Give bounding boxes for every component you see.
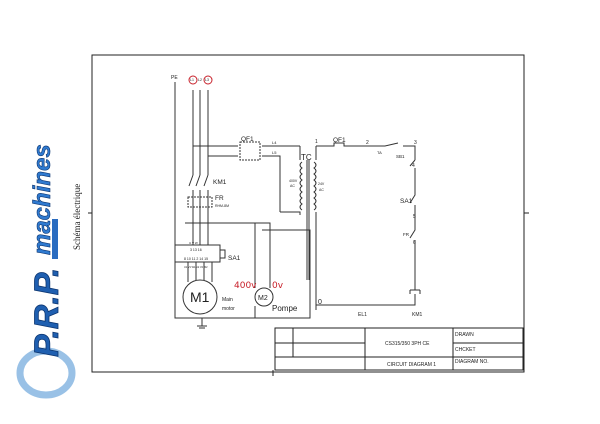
qf1-breaker (239, 141, 261, 161)
fr-overload (187, 196, 213, 208)
prp-logo: P.R.P. machines (16, 144, 76, 399)
page-subtitle: Schéma électrique (72, 184, 82, 250)
fr-model-label: RHM-8M (215, 204, 229, 208)
l1-label: L1 (190, 78, 194, 82)
sa1-top-numbers: 3 13 16 (190, 248, 202, 252)
pe-label: PE (171, 75, 178, 81)
control-qf1-label: QF1 (333, 137, 346, 144)
fr-label: FR (215, 195, 224, 202)
motor-label: motor (222, 306, 235, 312)
l3-marker (203, 75, 213, 85)
node-0: 0 (318, 299, 322, 306)
sa1-terminals: U V W (189, 241, 198, 245)
checked-label: CHCKET (455, 347, 476, 353)
node-3: 3 (414, 140, 417, 146)
l2-label: L2 (198, 78, 202, 82)
l1-marker (188, 75, 198, 85)
diagram-no-label: DIAGRAM NO. (455, 359, 489, 365)
m1-label: M1 (190, 289, 210, 305)
title-block (274, 327, 524, 371)
sa1-bottom-labels: U1 V1 W1 U2 V2 W2 (184, 266, 208, 269)
primary-ac: AC (290, 184, 295, 188)
main-label: Main (222, 297, 233, 303)
transformer-tc (280, 146, 317, 310)
el1-label: EL1 (358, 312, 367, 318)
voltage-400-label: 400v (234, 281, 257, 291)
km1-label: KM1 (213, 179, 227, 186)
sa1-switch (174, 244, 221, 263)
voltage-0-label: 0v (272, 281, 284, 291)
control-wires (316, 142, 421, 306)
ta-label: TA (377, 150, 382, 155)
primary-voltage: 400V (289, 179, 298, 183)
km1-contacts (188, 174, 209, 187)
l3-label: L3 (205, 78, 209, 82)
control-sa1-label: SA1 (400, 198, 413, 205)
sb1-label: SB1 (396, 154, 405, 159)
qf1-label: QF1 (241, 136, 254, 143)
drawing-frame (91, 54, 525, 373)
logo-suffix: machines (29, 144, 56, 255)
m1-motor (182, 279, 218, 315)
secondary-ac: AC (319, 188, 324, 192)
node-2: 2 (366, 140, 369, 146)
node-5: 5 (413, 214, 416, 220)
power-wires (174, 82, 311, 329)
control-fr-label: FR (403, 232, 410, 237)
sa1-bottom-numbers: 8 10 11 2 14 15 (184, 257, 208, 261)
m2-pump (254, 287, 274, 307)
secondary-voltage: 24V (318, 182, 325, 186)
model-label: CS315/350 3PH CE (385, 341, 430, 347)
drawn-label: DRAWN (455, 332, 474, 338)
l5-label: L5 (272, 150, 277, 155)
pompe-label: Pompe (272, 304, 298, 313)
node-6: 6 (413, 240, 416, 246)
sa1-label: SA1 (228, 255, 241, 262)
control-km1-label: KM1 (412, 312, 423, 318)
m2-label: M2 (258, 295, 268, 302)
diagram-title: CIRCUIT DIAGRAM 1 (387, 362, 436, 368)
l4-label: L4 (272, 140, 277, 145)
tc-label: TC (301, 153, 312, 162)
node-4: 4 (412, 163, 415, 169)
logo-brand: P.R.P. (28, 268, 66, 357)
node-1: 1 (315, 139, 318, 145)
